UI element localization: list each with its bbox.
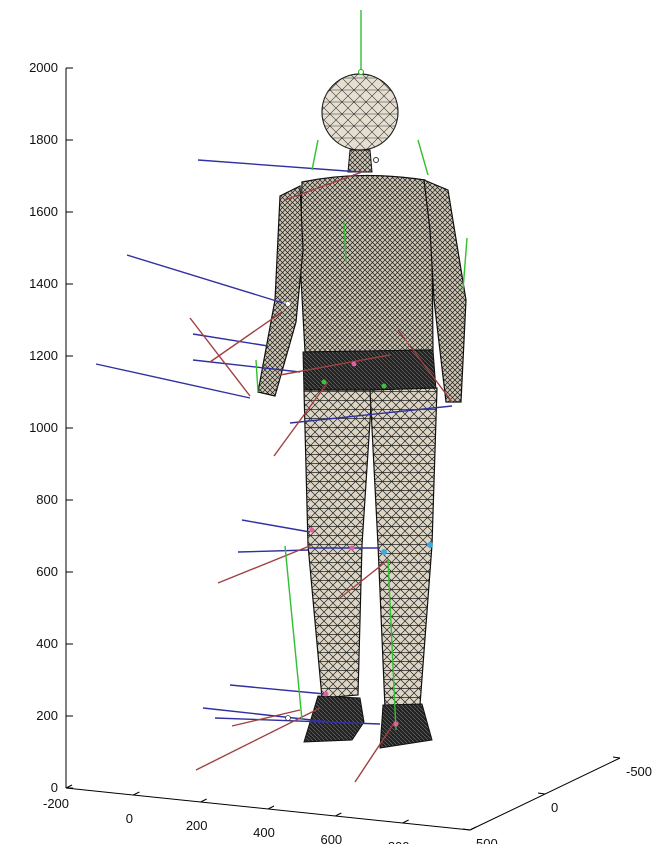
left-leg [303,389,373,699]
joint-marker [358,69,364,75]
frame-axis-green [343,221,347,263]
x-tick-label: 200 [186,818,208,833]
joint-marker [373,157,379,163]
joint-marker [393,721,399,727]
frame-axis-blue [126,254,284,304]
frame-axis-green [417,139,429,176]
z-tick-label: 200 [36,708,58,723]
frame-axis-blue [289,405,453,424]
frame-axis-green [284,545,303,721]
z-tick-label: 2000 [29,60,58,75]
x-tick-label: 800 [388,839,410,844]
x-tick-label: -200 [43,796,69,811]
z-tick-label: 0 [51,780,58,795]
y-tick-mark [612,756,621,759]
joint-marker [286,302,290,306]
left-arm [257,185,304,397]
joint-marker [321,379,327,385]
frame-axis-red [273,381,329,457]
x-tick-label: 600 [320,832,342,844]
y-tick-label: 0 [551,800,558,815]
frame-axis-blue [214,717,381,725]
x-tick-mark [469,826,477,831]
joint-marker [323,691,329,697]
frame-axis-green [311,139,319,171]
y-axis-ticks: 500 0 -500 [462,756,652,849]
frame-axis-red [279,354,391,376]
frame-axis-red [209,311,283,363]
z-tick-label: 600 [36,564,58,579]
joint-marker [309,527,315,533]
x-tick-mark [200,798,207,803]
x-tick-mark [402,819,409,824]
frame-axis-red [189,317,251,397]
x-tick-mark [267,805,275,810]
left-foot [303,695,365,743]
joint-marker [381,383,387,389]
joint-marker [349,545,355,551]
frame-axis-red [397,329,453,403]
human-body-wireframe [257,73,467,749]
joint-marker [381,549,387,555]
x-tick-mark [133,791,140,796]
frame-axis-blue [202,707,331,723]
z-tick-label: 1200 [29,348,58,363]
frame-axis-red [231,709,301,727]
z-tick-label: 1600 [29,204,58,219]
z-tick-label: 400 [36,636,58,651]
joint-marker [351,361,357,367]
y-tick-label: 500 [476,836,498,844]
frame-axis-blue [192,333,269,347]
z-axis-ticks: 0 200 400 600 800 1000 1200 1400 1600 1800 2000 [29,60,73,795]
x-tick-label: 0 [126,811,133,826]
z-tick-label: 1800 [29,132,58,147]
frame-axis-blue [229,684,326,695]
x-tick-mark [65,784,73,789]
frame-axis-red [354,719,397,783]
frame-axis-red [217,544,313,584]
right-arm [423,179,467,403]
z-tick-label: 1400 [29,276,58,291]
y-tick-label: -500 [626,764,652,779]
joint-coordinate-frames [95,10,468,783]
x-tick-mark [335,812,342,817]
x-tick-label: 400 [253,825,275,840]
torso [299,174,434,353]
frame-axis-blue [241,519,311,533]
joint-marker [427,542,433,548]
waist-belt [302,349,437,393]
z-tick-label: 800 [36,492,58,507]
z-tick-label: 1000 [29,420,58,435]
right-foot [379,703,433,749]
frame-axis-green [387,559,397,731]
frame-axis-green [462,237,468,291]
frame-axis-green [255,359,259,393]
frame-axis-red [195,707,321,771]
y-tick-mark [462,828,471,831]
frame-axis-red [339,559,389,599]
joint-markers [285,69,433,727]
frame-axis-red [284,171,363,201]
right-leg [369,387,438,709]
head-sphere [321,73,399,151]
x-axis-ticks: -20002004006008001000 [43,784,480,849]
y-tick-mark [537,792,546,795]
frame-axis-blue [237,549,309,553]
joint-marker [285,715,291,721]
frame-axis-blue [197,159,361,173]
neck [347,149,373,173]
frame-axis-blue [95,363,251,399]
